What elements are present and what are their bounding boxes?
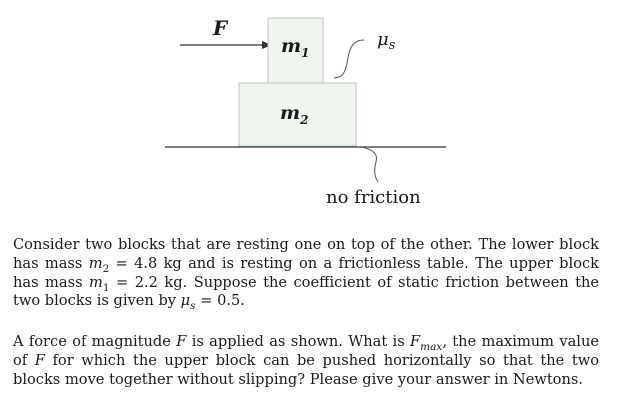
math-symbol: m — [88, 254, 103, 272]
upper-block-label: m1 — [281, 35, 309, 60]
math-subscript: max — [420, 340, 443, 353]
lower-block-label: m2 — [280, 102, 308, 127]
text-run: = 2.2 kg. Suppose the coefficient of sta… — [13, 273, 599, 310]
text-run: is applied as shown. What is — [186, 333, 411, 350]
math-symbol: m — [89, 273, 103, 291]
lower-block — [238, 82, 357, 147]
no-friction-label: no friction — [326, 187, 421, 208]
text-run: = 0.5. — [195, 292, 245, 310]
math-symbol: F — [34, 351, 45, 369]
blocks-diagram: F m1 m2 μs no friction — [165, 16, 446, 208]
text-run: Consider two blocks that are resting one… — [13, 236, 599, 272]
text-run: for which the upper block can be pushed … — [13, 351, 600, 388]
problem-paragraph-2: A force of magnitude F is applied as sho… — [13, 333, 599, 389]
table-leader — [361, 146, 379, 183]
force-label: F — [212, 16, 229, 40]
friction-leader — [333, 39, 365, 79]
text-run: , the maximum value of — [13, 333, 599, 369]
math-symbol: F — [176, 333, 187, 350]
text-run: = 4.8 kg and is resting on a frictionles… — [13, 254, 599, 291]
math-symbol: F — [410, 333, 421, 350]
math-subscript: 2 — [102, 262, 110, 275]
math-symbol: μ — [180, 292, 191, 310]
math-subscript: s — [190, 300, 196, 313]
problem-paragraph-1: Consider two blocks that are resting one… — [13, 236, 599, 313]
math-subscript: 1 — [102, 281, 110, 294]
text-run: A force of magnitude — [13, 333, 177, 350]
friction-coefficient-label: μs — [377, 29, 396, 53]
